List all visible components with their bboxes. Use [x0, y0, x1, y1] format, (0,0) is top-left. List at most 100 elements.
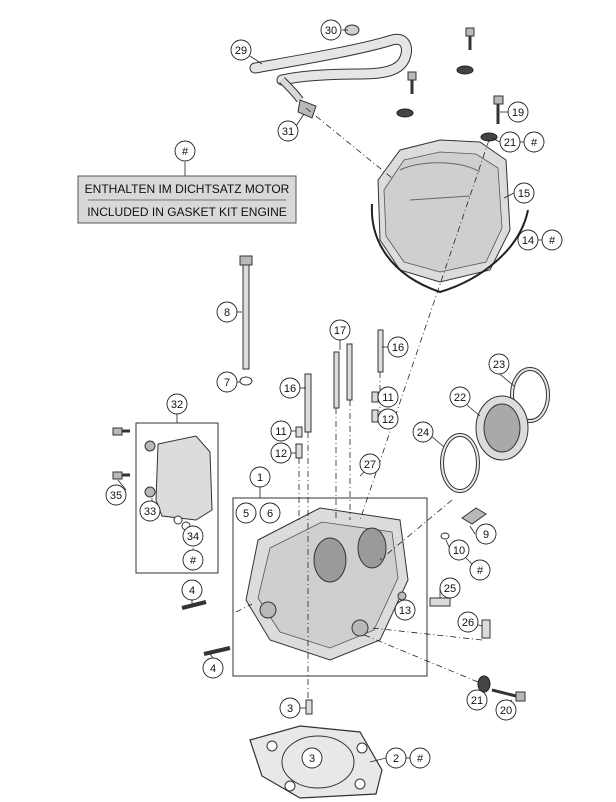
callout-4-top: 4	[181, 579, 203, 601]
callout-3-bottom: 3	[301, 747, 323, 769]
callout-14-hash: #	[538, 229, 563, 251]
cover-seal-top-2	[396, 108, 414, 118]
svg-text:2: 2	[393, 753, 399, 765]
callout-5: 5	[235, 502, 257, 524]
seal-ring-21-top	[480, 132, 498, 142]
callout-20: 20	[495, 699, 517, 721]
cover-seal-top-1	[456, 65, 474, 75]
callout-30: 30	[320, 19, 342, 41]
callout-14: 14	[517, 229, 539, 251]
callout-34: 34	[182, 525, 204, 547]
svg-text:15: 15	[518, 188, 530, 200]
note-hash-label: #	[182, 146, 189, 158]
callout-2-hash: #	[406, 747, 431, 769]
callout-23: 23	[488, 353, 510, 375]
cylinder-head	[245, 507, 409, 661]
callout-12-left: 12	[270, 442, 292, 464]
svg-text:16: 16	[392, 342, 404, 354]
intake-clamp-24	[440, 433, 480, 493]
svg-text:9: 9	[483, 529, 489, 541]
svg-text:16: 16	[284, 383, 296, 395]
note-line-de: ENTHALTEN IM DICHTSATZ MOTOR	[85, 182, 290, 196]
callout-35: 35	[105, 484, 127, 506]
carrier-screw-1	[112, 427, 130, 436]
fitting-25	[429, 597, 451, 607]
callout-16-right: 16	[387, 336, 409, 358]
svg-text:32: 32	[171, 399, 183, 411]
svg-text:4: 4	[210, 663, 216, 675]
callout-21-top: 21	[499, 131, 521, 153]
callout-7: 7	[216, 371, 238, 393]
callout-21-bottom: 21	[466, 689, 488, 711]
callout-27: 27	[359, 453, 381, 475]
svg-text:20: 20	[500, 705, 512, 717]
callout-31: 31	[277, 120, 299, 142]
callout-10: 10	[448, 539, 470, 561]
cylinder-head-bolt-8	[239, 255, 253, 370]
callout-21-top-hash: #	[520, 131, 545, 153]
svg-text:#: #	[549, 235, 556, 247]
plug-13	[397, 591, 407, 601]
svg-text:33: 33	[144, 506, 156, 518]
callout-29: 29	[230, 39, 252, 61]
intake-flange-22	[475, 395, 529, 461]
valve-cover	[370, 139, 529, 294]
svg-text:22: 22	[454, 392, 466, 404]
svg-text:3: 3	[309, 753, 315, 765]
svg-text:23: 23	[493, 359, 505, 371]
callout-25: 25	[439, 577, 461, 599]
svg-text:29: 29	[235, 45, 247, 57]
callout-4-bottom: 4	[202, 657, 224, 679]
svg-text:31: 31	[282, 126, 294, 138]
small-sleeves	[295, 391, 379, 459]
callout-17: 17	[329, 319, 351, 341]
callout-9: 9	[475, 523, 497, 545]
svg-text:12: 12	[382, 414, 394, 426]
svg-text:4: 4	[189, 585, 195, 597]
callout-15: 15	[513, 182, 535, 204]
note-line-en: INCLUDED IN GASKET KIT ENGINE	[87, 205, 287, 219]
callout-13: 13	[394, 599, 416, 621]
svg-text:10: 10	[453, 545, 465, 557]
svg-text:34: 34	[187, 531, 199, 543]
cover-screw-19	[493, 95, 504, 124]
callout-32: 32	[166, 393, 188, 415]
cylinder-head-frame	[232, 497, 428, 677]
callout-11-right: 11	[377, 386, 399, 408]
stud-bolts	[304, 329, 384, 433]
svg-text:7: 7	[224, 377, 230, 389]
svg-text:25: 25	[444, 583, 456, 595]
cover-screw-top-1	[465, 27, 475, 50]
screw-20	[491, 688, 526, 702]
callout-19: 19	[507, 101, 529, 123]
svg-text:26: 26	[462, 617, 474, 629]
callout-6: 6	[259, 502, 281, 524]
svg-text:#: #	[417, 753, 424, 765]
svg-text:21: 21	[471, 695, 483, 707]
intake-clamp-23	[510, 367, 550, 423]
pin-3	[305, 699, 313, 715]
svg-text:#: #	[531, 137, 538, 149]
callout-2: 2	[385, 747, 407, 769]
svg-text:11: 11	[382, 392, 393, 404]
breather-hose	[249, 33, 412, 103]
sleeve-26	[481, 619, 491, 639]
callout-1: 1	[249, 466, 271, 488]
svg-text:30: 30	[325, 25, 337, 37]
svg-text:1: 1	[257, 472, 263, 484]
callout-26: 26	[457, 611, 479, 633]
temperature-sensor	[440, 507, 487, 540]
svg-text:6: 6	[267, 508, 273, 520]
assembly-dashed-lines	[235, 107, 490, 700]
gasket-kit-note: # ENTHALTEN IM DICHTSATZ MOTOR INCLUDED …	[77, 140, 297, 224]
callout-12-right: 12	[377, 408, 399, 430]
dowel-pin-4b	[203, 646, 231, 656]
callout-16-left: 16	[279, 377, 301, 399]
svg-text:21: 21	[504, 137, 516, 149]
callout-22: 22	[449, 386, 471, 408]
callout-11-left: 11	[270, 420, 292, 442]
callout-8: 8	[216, 301, 238, 323]
note-box	[77, 175, 297, 224]
callout-24: 24	[412, 421, 434, 443]
